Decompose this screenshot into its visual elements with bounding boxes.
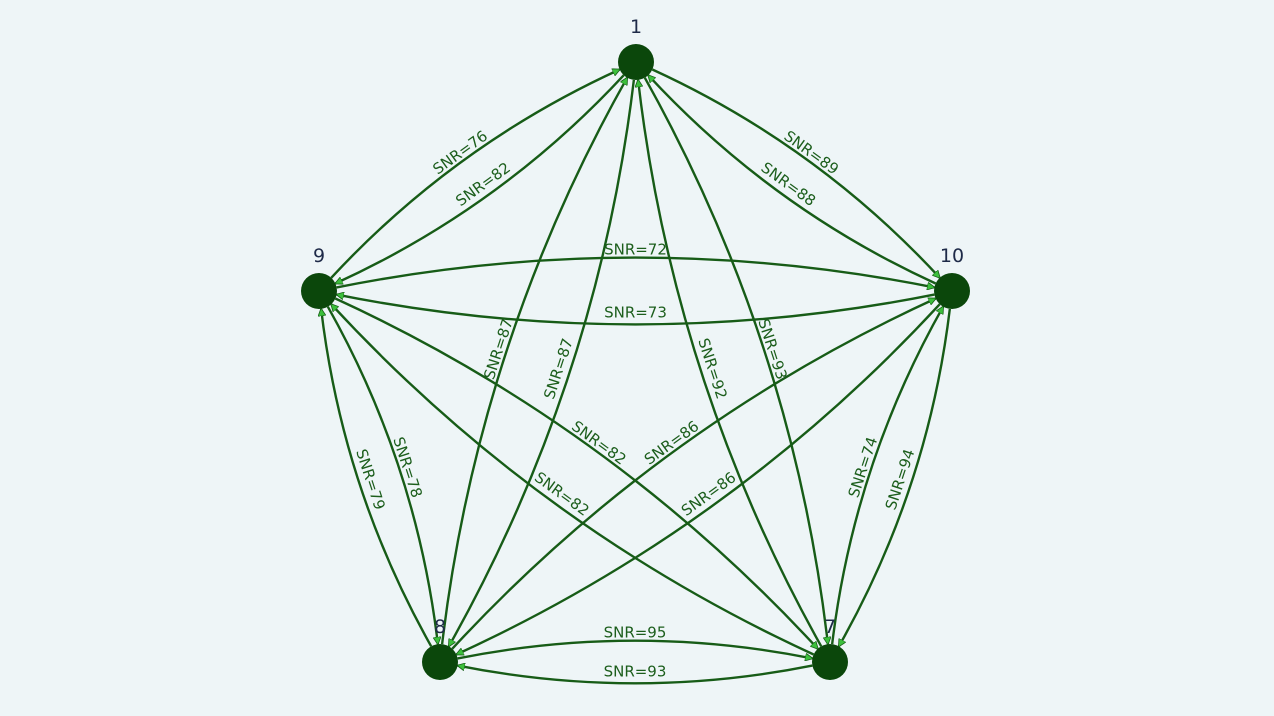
edge-8-to-10 bbox=[451, 297, 935, 650]
edge-label: SNR=95 bbox=[604, 624, 667, 642]
edge-7-to-9 bbox=[331, 304, 815, 656]
edge-9-to-1 bbox=[330, 68, 619, 279]
edge-label: SNR=76 bbox=[429, 127, 490, 178]
node-label-1: 1 bbox=[630, 16, 642, 38]
edge-label: SNR=86 bbox=[641, 417, 702, 468]
node-8[interactable] bbox=[422, 644, 458, 680]
edge-label: SNR=73 bbox=[604, 304, 667, 322]
node-label-9: 9 bbox=[313, 245, 325, 267]
edge-10-to-9 bbox=[337, 295, 935, 326]
node-10[interactable] bbox=[934, 273, 970, 309]
node-label-10: 10 bbox=[940, 245, 964, 267]
edge-7-to-10 bbox=[830, 307, 945, 645]
edge-10-to-8 bbox=[456, 303, 941, 656]
node-9[interactable] bbox=[301, 273, 337, 309]
edge-label: SNR=74 bbox=[845, 435, 882, 500]
edge-8-to-7 bbox=[457, 639, 813, 659]
edge-9-to-7 bbox=[334, 297, 817, 649]
edge-label: SNR=82 bbox=[568, 417, 629, 468]
edge-10-to-1 bbox=[648, 75, 937, 285]
edge-1-to-7 bbox=[643, 77, 828, 644]
node-7[interactable] bbox=[812, 644, 848, 680]
edge-8-to-9 bbox=[321, 309, 433, 647]
edges-layer bbox=[321, 68, 952, 685]
edge-label: SNR=93 bbox=[754, 317, 790, 382]
edge-8-to-1 bbox=[440, 78, 629, 645]
edge-1-to-10 bbox=[651, 68, 939, 277]
node-label-8: 8 bbox=[434, 616, 446, 638]
edge-label: SNR=72 bbox=[604, 240, 667, 258]
edge-10-to-7 bbox=[837, 308, 952, 646]
edge-label: SNR=78 bbox=[389, 435, 426, 500]
edge-1-to-9 bbox=[335, 74, 625, 285]
nodes-layer: 1 9 10 8 7 bbox=[301, 16, 970, 680]
edge-9-to-10 bbox=[336, 256, 935, 288]
node-1[interactable] bbox=[618, 44, 654, 80]
edge-label: SNR=93 bbox=[604, 663, 667, 681]
edge-7-to-1 bbox=[638, 80, 823, 647]
node-label-7: 7 bbox=[824, 616, 836, 638]
edge-label: SNR=87 bbox=[480, 316, 517, 381]
edge-9-to-8 bbox=[326, 306, 438, 644]
edge-1-to-8 bbox=[447, 79, 636, 646]
edge-label: SNR=89 bbox=[781, 127, 842, 178]
edge-7-to-8 bbox=[458, 666, 813, 685]
